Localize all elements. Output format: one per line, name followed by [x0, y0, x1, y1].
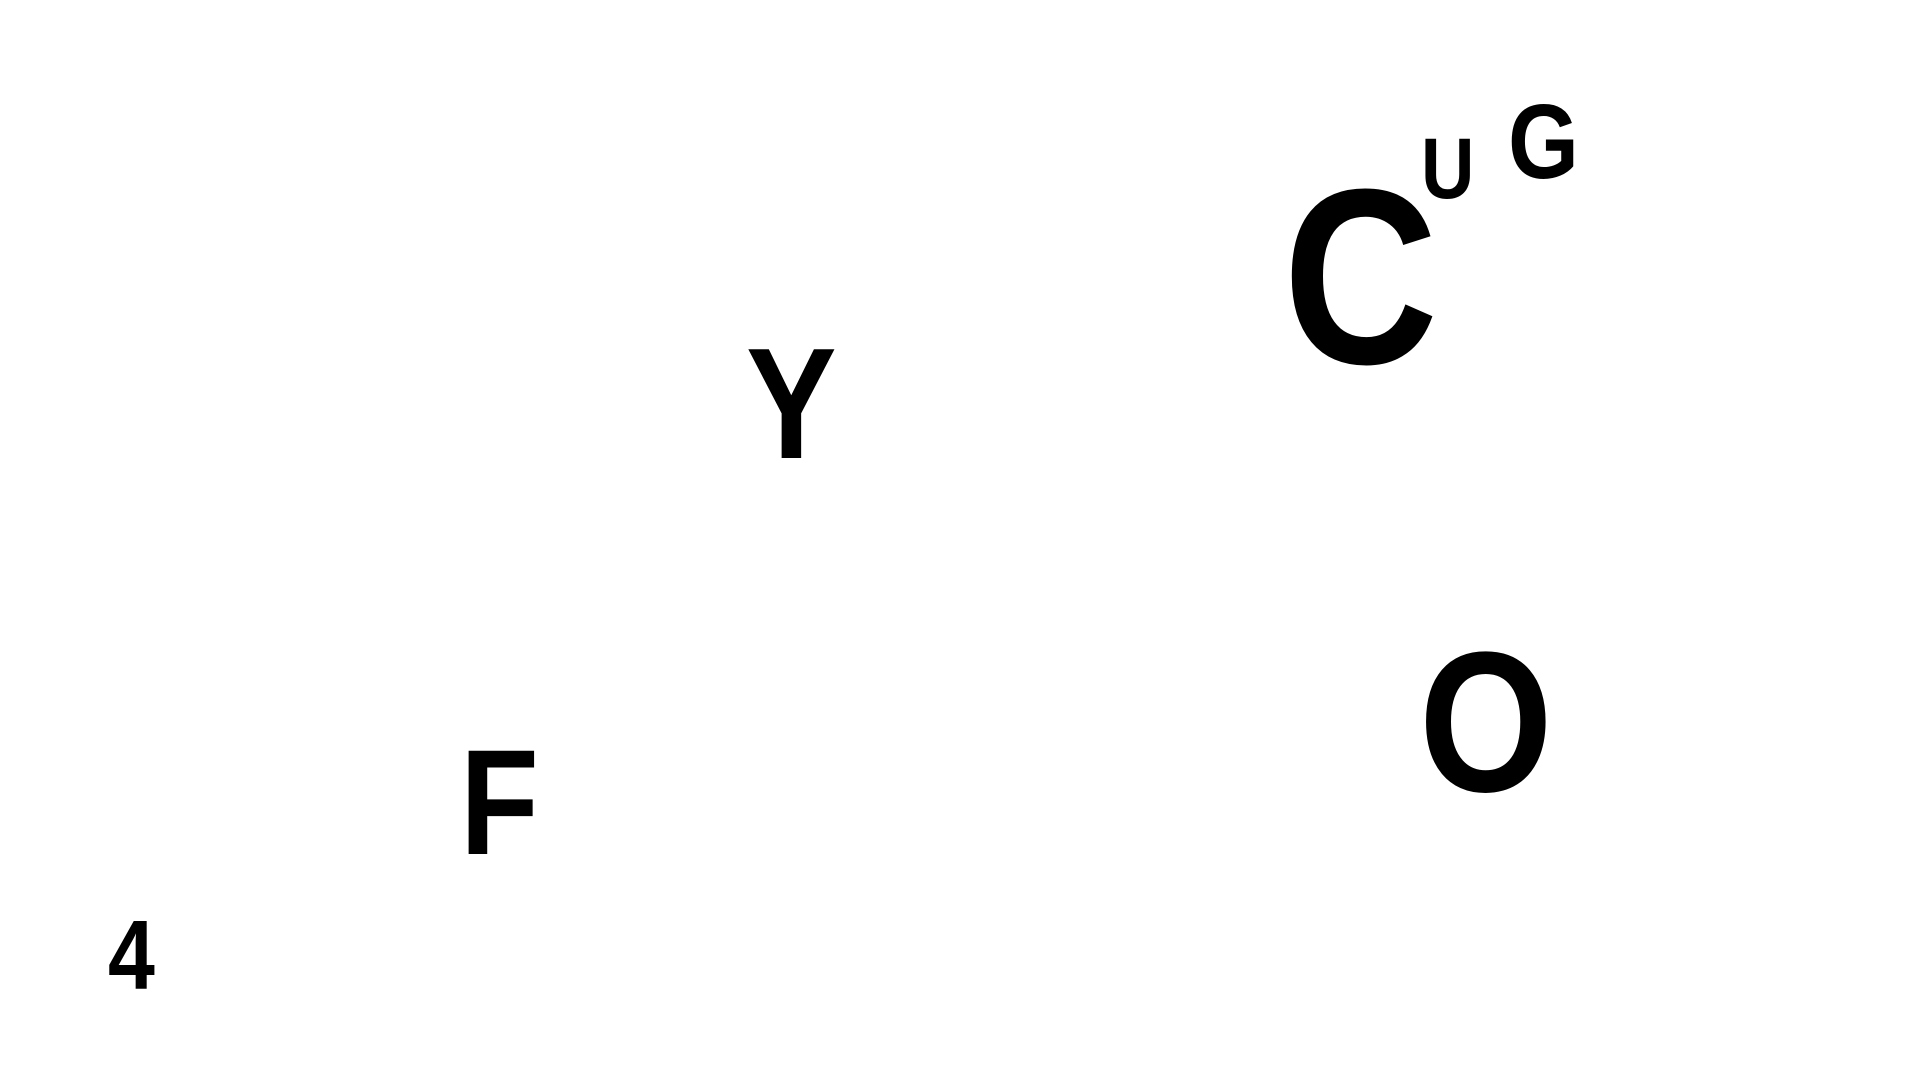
letter-g: G — [1508, 83, 1579, 201]
letter-y: Y — [746, 316, 837, 492]
letter-c: C — [1283, 137, 1439, 416]
letter-u: U — [1421, 121, 1475, 217]
digit-four: 4 — [108, 900, 155, 1010]
letter-o: O — [1419, 611, 1553, 834]
letter-f: F — [460, 718, 539, 886]
